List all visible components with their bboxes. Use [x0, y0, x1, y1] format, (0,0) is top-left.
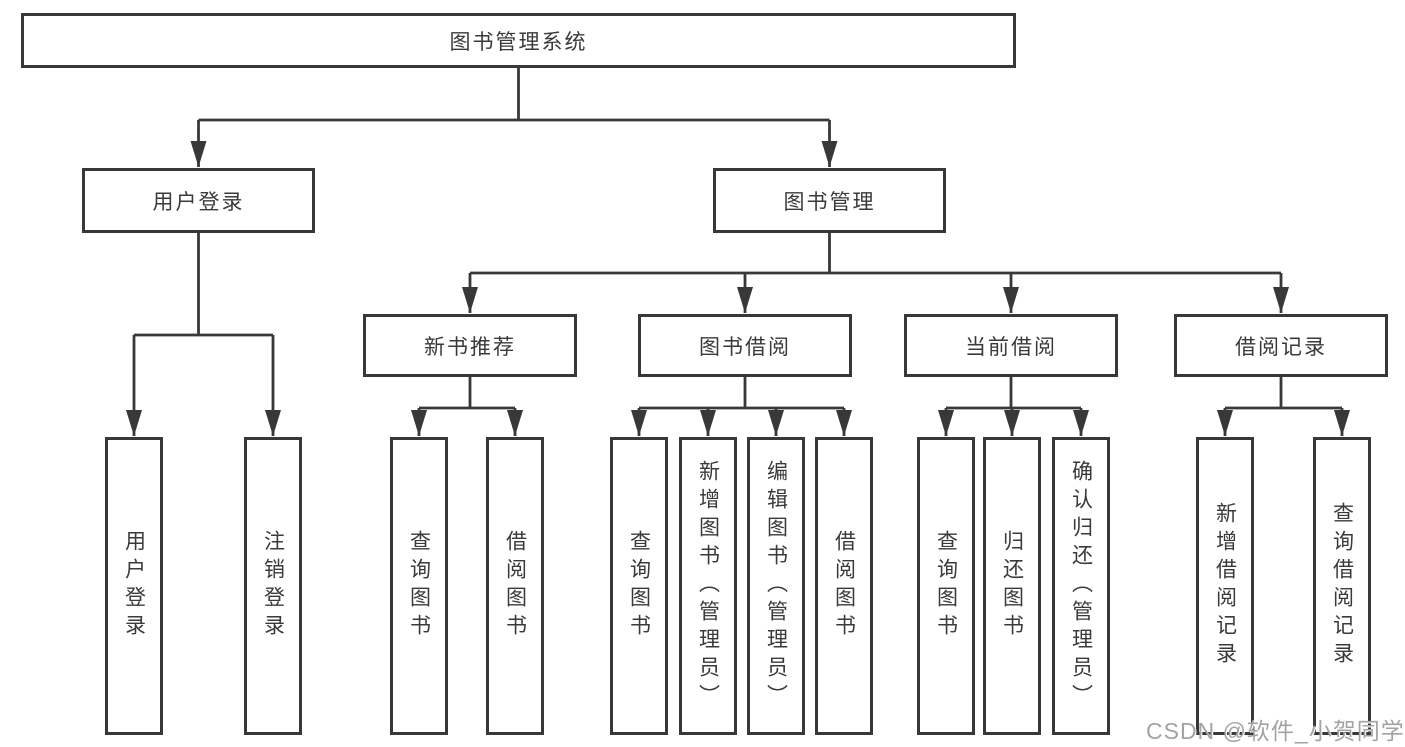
node-user-login-label: 用户登录 [152, 190, 245, 214]
node-current-borrow: 当前借阅 [904, 314, 1118, 377]
leaf-borrow-books-recommend: 借阅图书 [486, 437, 544, 735]
node-book-management-label: 图书管理 [783, 190, 876, 214]
leaf-query-books-recommend-label: 查询图书 [407, 530, 431, 642]
leaf-borrow-books: 借阅图书 [815, 437, 873, 735]
leaf-add-borrow-record-label: 新增借阅记录 [1213, 502, 1237, 670]
leaf-add-borrow-record: 新增借阅记录 [1196, 437, 1254, 735]
node-current-borrow-label: 当前借阅 [965, 335, 1057, 359]
leaf-query-books-recommend: 查询图书 [390, 437, 448, 735]
leaf-logout-label: 注销登录 [261, 530, 285, 642]
leaf-query-borrow-record: 查询借阅记录 [1313, 437, 1371, 735]
node-borrow-records-label: 借阅记录 [1235, 335, 1327, 359]
leaf-confirm-return-admin: 确认归还（管理员） [1052, 437, 1110, 735]
node-borrow-records: 借阅记录 [1174, 314, 1388, 377]
node-book-management: 图书管理 [713, 168, 946, 233]
node-user-login: 用户登录 [82, 168, 315, 233]
leaf-query-books-current-label: 查询图书 [934, 530, 958, 642]
leaf-query-books-borrow: 查询图书 [610, 437, 668, 735]
leaf-logout: 注销登录 [244, 437, 302, 735]
csdn-watermark: CSDN @软件_小贺同学 [1146, 718, 1405, 744]
node-root-system: 图书管理系统 [21, 13, 1016, 68]
leaf-edit-books-admin: 编辑图书（管理员） [747, 437, 805, 735]
node-root-label: 图书管理系统 [449, 30, 588, 54]
leaf-query-borrow-record-label: 查询借阅记录 [1330, 502, 1354, 670]
leaf-return-books-label: 归还图书 [1000, 530, 1024, 642]
leaf-borrow-books-recommend-label: 借阅图书 [503, 530, 527, 642]
node-new-book-recommend-label: 新书推荐 [424, 335, 516, 359]
node-book-borrow: 图书借阅 [638, 314, 852, 377]
leaf-user-login-label: 用户登录 [122, 530, 146, 642]
leaf-query-books-borrow-label: 查询图书 [627, 530, 651, 642]
leaf-return-books: 归还图书 [983, 437, 1041, 735]
leaf-add-books-admin-label: 新增图书（管理员） [696, 460, 720, 712]
leaf-query-books-current: 查询图书 [917, 437, 975, 735]
leaf-add-books-admin: 新增图书（管理员） [679, 437, 737, 735]
leaf-user-login: 用户登录 [105, 437, 163, 735]
leaf-edit-books-admin-label: 编辑图书（管理员） [764, 460, 788, 712]
node-new-book-recommend: 新书推荐 [363, 314, 577, 377]
node-book-borrow-label: 图书借阅 [699, 335, 791, 359]
leaf-confirm-return-admin-label: 确认归还（管理员） [1069, 460, 1093, 712]
leaf-borrow-books-label: 借阅图书 [832, 530, 856, 642]
